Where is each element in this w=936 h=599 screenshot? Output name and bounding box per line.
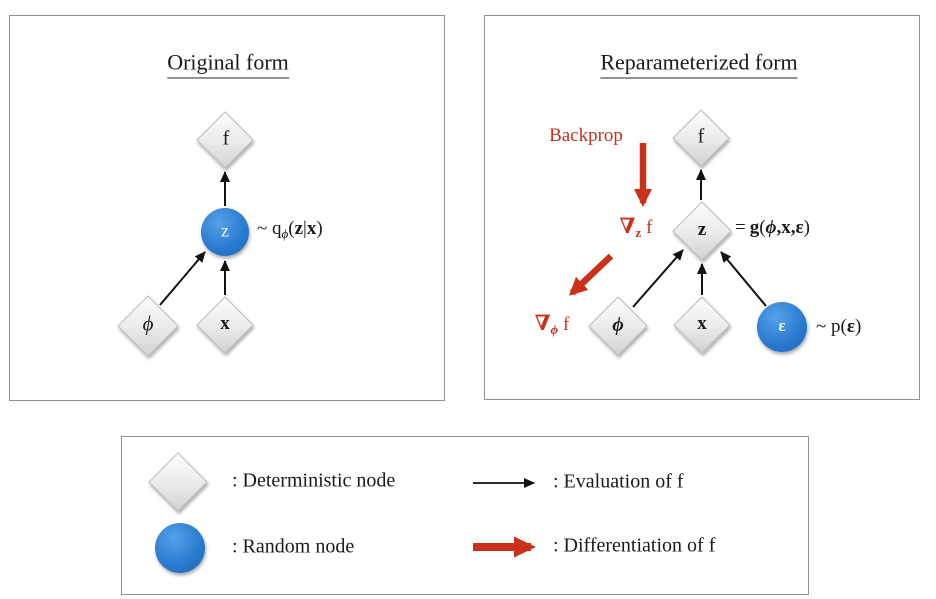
comma: , [790,217,796,238]
paren-open: ( [288,218,295,239]
right-eps-node-label: ε [778,316,786,335]
evaluation-legend-label: : Evaluation of f [553,470,684,493]
paren-close: ) [316,218,323,239]
grad-phi-f: f [563,314,570,335]
left-x-node-label: x [220,313,230,334]
paren-close: ) [803,217,810,238]
deterministic-node-legend-label: : Deterministic node [232,469,396,492]
x-symbol: x [781,217,791,238]
paren-open: ( [840,316,847,337]
eps-symbol: ε [795,217,804,238]
z-symbol: z [294,218,304,239]
right-z-node-label: z [697,219,707,240]
bar-symbol: | [303,218,307,239]
right-phi-node-label: ϕ [612,313,624,336]
right-x-node-label: x [697,313,707,334]
nabla-symbol: ∇ [619,214,636,238]
x-symbol: x [306,218,317,239]
left-z-distribution-annotation: ~ qϕ(z|x) [257,218,323,242]
comma: , [776,217,782,238]
phi-symbol: ϕ [765,217,777,238]
q-phi-subscript: ϕ [281,226,289,241]
paren-close: ) [854,316,862,337]
right-f-node-label: f [697,125,705,148]
right-z-equation-annotation: =g(ϕ,x,ε) [735,217,810,239]
left-f-node-label: f [222,127,230,150]
g-function: g [749,217,760,238]
grad-z-subscript: z [635,225,642,240]
left-phi-node-label: ϕ [142,311,154,336]
nabla-symbol: ∇ [534,311,551,335]
right-panel-title: Reparameterized form [600,50,798,79]
eps-distribution-annotation: ~ p(ε) [816,316,861,338]
p-prefix: ~ p [816,316,841,337]
eps-symbol: ε [846,316,855,337]
differentiation-legend-label: : Differentiation of f [553,534,716,557]
grad-z-f: f [646,217,653,238]
backprop-label: Backprop [549,125,623,146]
left-panel-title: Original form [167,50,289,79]
legend-box [121,436,809,595]
equals-symbol: = [735,217,746,238]
grad-phi-subscript: ϕ [550,322,559,337]
left-z-node-label: z [221,220,229,241]
q-prefix: ~ q [257,218,282,239]
paren-open: ( [759,217,766,238]
random-node-legend-label: : Random node [232,535,355,558]
